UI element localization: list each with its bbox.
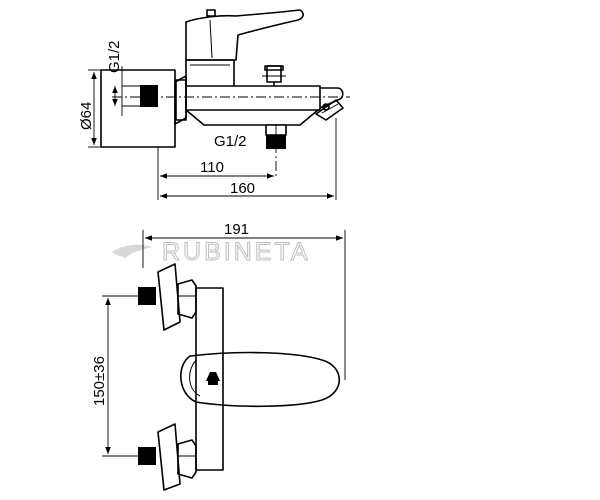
brand-logo-icon [112,244,152,258]
brand-watermark-text: RUBINETA [162,238,311,266]
upper-connection [118,263,197,331]
mixer-body [185,85,321,111]
bottom-outlet [265,124,287,176]
dimension-thread-bottom-label: G1/2 [214,133,247,150]
dimension-spacing: 150±36 [91,295,138,457]
wall-flange [100,69,176,148]
side-view: Ø64 G1/2 G1/2 110 160 [78,9,350,200]
brand-watermark: RUBINETA [112,238,311,267]
dimension-160-label: 160 [230,180,255,197]
dimension-spacing-label: 150±36 [91,356,108,406]
dimension-110: 110 [157,147,274,200]
thread-outlet [266,135,286,149]
lower-connection [118,423,197,491]
mixer-lever [185,9,304,61]
mixer-lever-front [180,351,340,408]
dimension-thread-side-label: G1/2 [106,40,123,73]
cartridge-housing [185,59,235,87]
mixer-body-front [195,287,224,471]
dimension-191: 191 [142,221,346,380]
front-view: 191 [91,221,346,491]
hot-cold-indicator-icon [206,372,220,385]
dimension-diameter: Ø64 [78,69,101,148]
thread-inlet [140,85,158,107]
diverter-knob [262,65,286,87]
dimension-160: 160 [160,118,337,200]
dimension-110-label: 110 [200,159,224,176]
dimension-191-label: 191 [224,221,249,238]
spout [315,87,344,121]
dimension-diameter-label: Ø64 [78,102,95,130]
dimension-thread-side: G1/2 [106,40,140,116]
